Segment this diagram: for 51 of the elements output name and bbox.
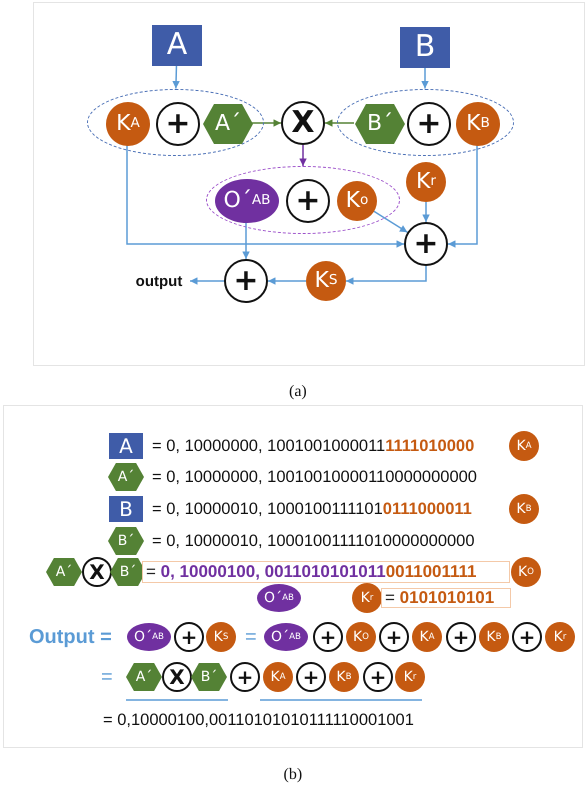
subfigure-caption: (b)	[284, 767, 302, 783]
operator-circle: +	[363, 662, 393, 692]
input-box: A	[109, 433, 143, 459]
arrow	[252, 119, 281, 127]
value-box	[142, 561, 510, 583]
arrow	[172, 65, 180, 89]
operator-circle: X	[281, 101, 325, 145]
arrow	[242, 222, 250, 259]
operator-circle: +	[174, 622, 204, 652]
equals-sign: =	[101, 667, 113, 687]
value-text: = 0, 10000100, 0011010101011	[146, 562, 386, 581]
operator-circle: +	[224, 259, 268, 303]
subfigure-caption: (a)	[289, 384, 307, 400]
binary-value: = 0, 10000010, 10001001111010111000011	[152, 500, 472, 517]
operator-circle: +	[379, 622, 409, 652]
operator-circle: +	[286, 179, 330, 223]
output-text: output	[128, 270, 190, 292]
operator-circle: +	[296, 662, 326, 692]
group-ellipse	[86, 88, 264, 156]
arrow	[448, 145, 478, 248]
operator-circle: X	[82, 557, 112, 587]
group-ellipse	[206, 166, 400, 234]
binary-value: = 0, 10000000, 10010010000110000000000	[152, 468, 477, 485]
operator-circle: +	[230, 662, 260, 692]
binary-value: = 0, 10000000, 10010010000111111010000	[152, 438, 474, 454]
operator-circle: +	[313, 622, 343, 652]
operator-circle: +	[156, 102, 200, 146]
input-box: B	[109, 496, 143, 522]
binary-value: = 0,10000100,00110101010111110001001	[103, 712, 414, 728]
operator-circle: +	[512, 622, 542, 652]
arrow	[126, 145, 404, 248]
equals-sign: =	[245, 627, 257, 647]
arrow	[268, 277, 306, 285]
value-box: = 0101010101	[381, 588, 511, 608]
arrow	[421, 68, 429, 88]
equation-text: Output =	[29, 627, 112, 647]
arrow	[325, 119, 354, 127]
value-text: 0011001111	[386, 562, 476, 581]
binary-value: = 0, 10000010, 10001001111010000000000	[152, 532, 475, 549]
input-box: A	[152, 24, 202, 66]
operator-circle: +	[446, 622, 476, 652]
input-box: B	[400, 26, 450, 68]
operator-circle: +	[404, 222, 448, 266]
group-ellipse	[336, 88, 514, 156]
arrow	[346, 266, 427, 285]
operator-circle: X	[162, 662, 192, 692]
arrow	[372, 210, 408, 233]
arrow	[190, 277, 224, 285]
arrow	[422, 202, 430, 222]
operator-circle: +	[407, 102, 451, 146]
arrow	[299, 145, 307, 166]
